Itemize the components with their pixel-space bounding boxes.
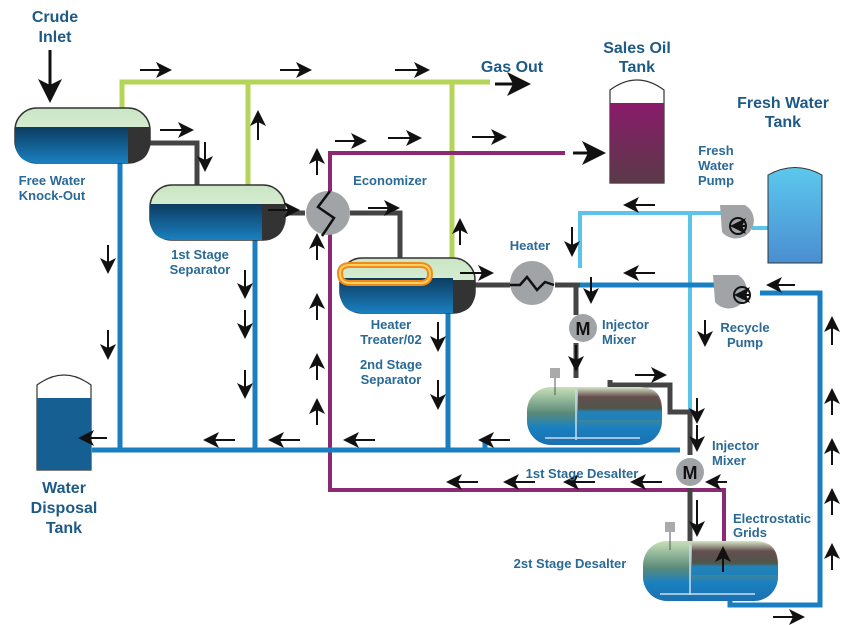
economizer xyxy=(306,190,350,237)
injector-mixer-2-label-2: Mixer xyxy=(712,453,746,468)
first-stage-separator-vessel xyxy=(149,184,286,241)
mixer-symbol: M xyxy=(683,463,698,483)
mixer-symbol: M xyxy=(576,319,591,339)
economizer-label: Economizer xyxy=(353,173,427,188)
heater-label: Heater xyxy=(510,238,550,253)
free-water-knockout-vessel xyxy=(14,107,151,164)
fresh-water-pump-label-1: Fresh xyxy=(698,143,733,158)
first-stage-separator-label-2: Separator xyxy=(170,262,231,277)
second-stage-separator-label-1: 2nd Stage xyxy=(360,357,422,372)
crude-inlet-label-2: Inlet xyxy=(39,29,73,46)
fresh-water-tank-label-1: Fresh Water xyxy=(737,95,829,112)
electrostatic-grids-label-1: Electrostatic xyxy=(733,511,811,526)
sales-oil-tank-label-2: Tank xyxy=(619,59,655,76)
water-disposal-tank-label-2: Disposal xyxy=(31,500,98,517)
heater-treater-label-2: Treater/02 xyxy=(360,332,421,347)
crude-inlet-label-1: Crude xyxy=(32,9,78,26)
fresh-water-tank xyxy=(767,167,823,264)
sales-oil-tank-label-1: Sales Oil xyxy=(603,40,671,57)
second-stage-desalter-label: 2st Stage Desalter xyxy=(514,556,627,571)
injector-mixer-1-label-1: Injector xyxy=(602,317,649,332)
first-stage-desalter-label: 1st Stage Desalter xyxy=(526,466,639,481)
heater-treater-label-1: Heater xyxy=(371,317,411,332)
flow-arrows xyxy=(38,50,840,625)
oil-lines xyxy=(328,151,726,545)
fresh-water-tank-label-2: Tank xyxy=(765,114,801,131)
recycle-pump xyxy=(713,275,751,309)
heater-treater-vessel xyxy=(336,257,476,314)
free-water-knockout-label-1: Free Water xyxy=(19,173,86,188)
fresh-water-pump-label-3: Pump xyxy=(698,173,734,188)
gas-out-label: Gas Out xyxy=(481,59,544,76)
water-disposal-tank-label-3: Tank xyxy=(46,520,82,537)
injector-mixer-2-label-1: Injector xyxy=(712,438,759,453)
fresh-water-pump xyxy=(720,205,754,239)
fresh-water-pump-label-2: Water xyxy=(698,158,734,173)
recycle-pump-label-2: Pump xyxy=(727,335,763,350)
water-disposal-tank-label-1: Water xyxy=(42,480,86,497)
first-stage-separator-label-1: 1st Stage xyxy=(171,247,229,262)
injector-mixer-1: M xyxy=(569,314,597,342)
injector-mixer-1-label-2: Mixer xyxy=(602,332,636,347)
injector-mixer-2: M xyxy=(676,458,704,486)
second-stage-separator-label-2: Separator xyxy=(361,372,422,387)
electrostatic-grids-label-2: Grids xyxy=(733,525,767,540)
recycle-pump-label-1: Recycle xyxy=(720,320,769,335)
heater xyxy=(510,261,555,305)
second-stage-desalter-vessel xyxy=(643,522,778,601)
first-stage-desalter-vessel xyxy=(527,368,662,445)
sales-oil-tank xyxy=(609,79,665,184)
free-water-knockout-label-2: Knock-Out xyxy=(19,188,86,203)
water-disposal-tank xyxy=(36,374,92,471)
